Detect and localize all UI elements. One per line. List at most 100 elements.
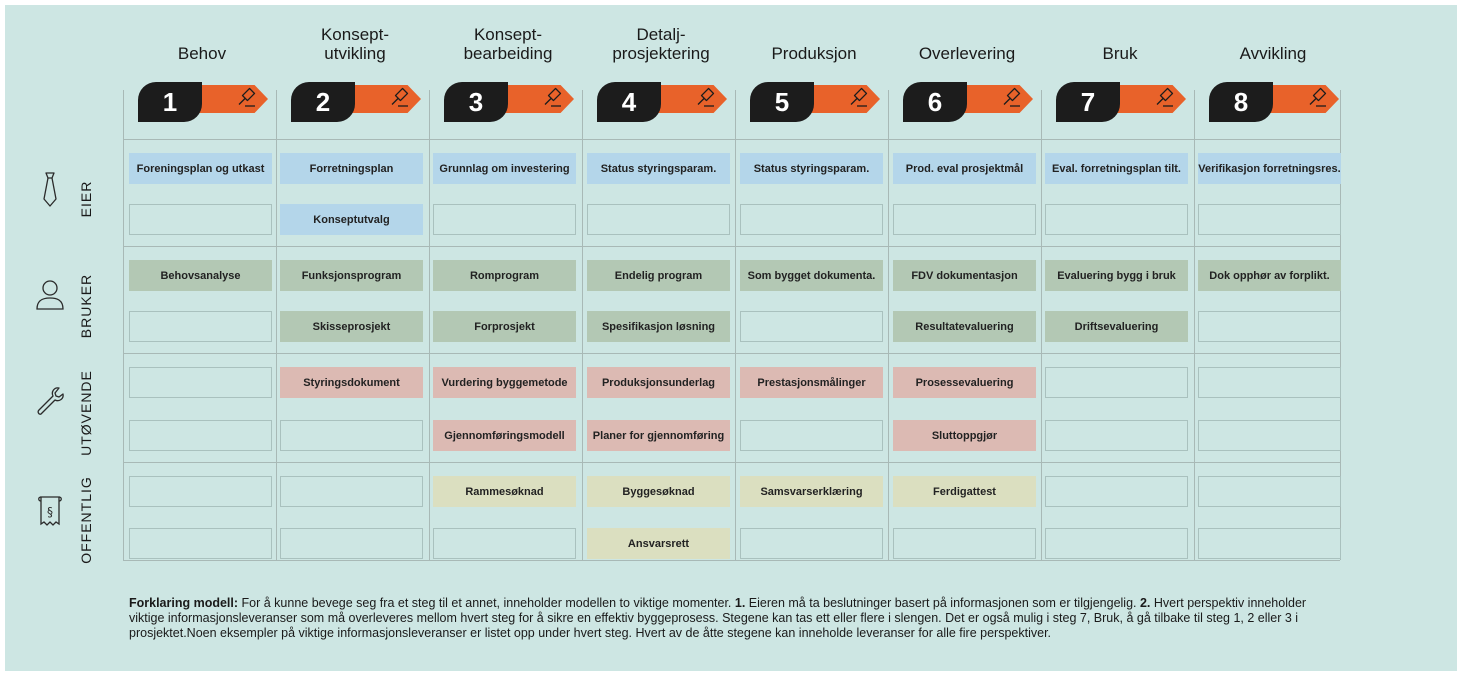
empty-slot (893, 204, 1036, 235)
step-number: 7 (1056, 82, 1120, 122)
deliverable-box: Forretningsplan (280, 153, 423, 184)
empty-slot (1045, 476, 1188, 507)
gavel-icon (1001, 87, 1023, 109)
empty-slot (1198, 420, 1341, 451)
empty-slot (587, 204, 730, 235)
column-divider (123, 90, 124, 560)
legend-heading: Forklaring modell: (129, 596, 239, 610)
phase-title-line-2: Produksjon (771, 44, 857, 63)
phase-title-line-2: Overlevering (918, 44, 1016, 63)
step-number: 8 (1209, 82, 1273, 122)
phase-title: Produksjon (744, 44, 884, 63)
deliverable-box: Samsvarserklæring (740, 476, 883, 507)
step-number: 5 (750, 82, 814, 122)
phase-title: Bruk (1050, 44, 1190, 63)
deliverable-box: Endelig program (587, 260, 730, 291)
step-number: 2 (291, 82, 355, 122)
gavel-icon (236, 87, 258, 109)
step-number: 3 (444, 82, 508, 122)
empty-slot (129, 528, 272, 559)
deliverable-box: Rammesøknad (433, 476, 576, 507)
gavel-icon (848, 87, 870, 109)
perspective-label: UTØVENDE (78, 370, 94, 456)
column-divider (582, 90, 583, 560)
deliverable-box: Funksjonsprogram (280, 260, 423, 291)
deliverable-box: Eval. forretningsplan tilt. (1045, 153, 1188, 184)
empty-slot (740, 420, 883, 451)
empty-slot (740, 204, 883, 235)
deliverable-box: Sluttoppgjør (893, 420, 1036, 451)
column-divider (735, 90, 736, 560)
empty-slot (280, 528, 423, 559)
column-divider (888, 90, 889, 560)
phase-title: Konsept-bearbeiding (438, 25, 578, 63)
column-divider (1194, 90, 1195, 560)
empty-slot (1198, 476, 1341, 507)
deliverable-box: Dok opphør av forplikt. (1198, 260, 1341, 291)
empty-slot (129, 420, 272, 451)
empty-slot (433, 528, 576, 559)
deliverable-box: Behovsanalyse (129, 260, 272, 291)
empty-slot (1045, 367, 1188, 398)
empty-slot (1045, 420, 1188, 451)
empty-slot (280, 420, 423, 451)
legend-part2: Eieren må ta beslutninger basert på info… (745, 596, 1140, 610)
phase-title-line-1: Konsept- (320, 25, 390, 44)
gavel-icon (542, 87, 564, 109)
step-badge: 1 (138, 82, 278, 122)
tie-icon (32, 169, 68, 209)
step-badge: 3 (444, 82, 584, 122)
person-icon (32, 275, 68, 315)
deliverable-box: Prosessevaluering (893, 367, 1036, 398)
row-divider (123, 246, 1340, 247)
phase-title-line-2: prosjektering (612, 44, 710, 63)
deliverable-box: Grunnlag om investering (433, 153, 576, 184)
svg-text:§: § (47, 505, 53, 519)
deliverable-box: Styringsdokument (280, 367, 423, 398)
phase-title-line-1: Detalj- (636, 25, 686, 44)
perspective-label: OFFENTLIG (78, 476, 94, 564)
column-divider (429, 90, 430, 560)
step-badge: 6 (903, 82, 1043, 122)
step-number: 6 (903, 82, 967, 122)
step-badge: 5 (750, 82, 890, 122)
deliverable-box: Prod. eval prosjektmål (893, 153, 1036, 184)
step-badge: 8 (1209, 82, 1349, 122)
legend-part3: Hvert perspektiv inneholder viktige info… (129, 596, 1307, 640)
legend-marker-1: 1. (734, 596, 746, 610)
step-badge: 7 (1056, 82, 1196, 122)
phase-title-line-2: bearbeiding (463, 44, 553, 63)
step-badge: 2 (291, 82, 431, 122)
phase-title-line-2: Avvikling (1239, 44, 1307, 63)
deliverable-box: Gjennomføringsmodell (433, 420, 576, 451)
column-divider (1041, 90, 1042, 560)
deliverable-box: Resultatevaluering (893, 311, 1036, 342)
step-number: 4 (597, 82, 661, 122)
row-divider (123, 353, 1340, 354)
gavel-icon (1307, 87, 1329, 109)
phase-title: Behov (132, 44, 272, 63)
phase-title: Konsept-utvikling (285, 25, 425, 63)
legend-text: Forklaring modell: For å kunne bevege se… (129, 596, 1344, 641)
wrench-icon (32, 383, 68, 423)
row-divider (123, 462, 1340, 463)
row-divider (123, 139, 1340, 140)
empty-slot (1045, 204, 1188, 235)
empty-slot (1198, 311, 1341, 342)
empty-slot (1045, 528, 1188, 559)
phase-title-line-1: Konsept- (473, 25, 543, 44)
gavel-icon (389, 87, 411, 109)
deliverable-box: Ansvarsrett (587, 528, 730, 559)
phase-title-line-2: utvikling (324, 44, 386, 63)
deliverable-box: Driftsevaluering (1045, 311, 1188, 342)
empty-slot (1198, 367, 1341, 398)
empty-slot (740, 311, 883, 342)
legend-marker-2: 2. (1139, 596, 1151, 610)
phase-title-line-2: Behov (177, 44, 227, 63)
deliverable-box: FDV dokumentasjon (893, 260, 1036, 291)
empty-slot (280, 476, 423, 507)
deliverable-box: Vurdering byggemetode (433, 367, 576, 398)
perspective-label: BRUKER (78, 273, 94, 339)
deliverable-box: Prestasjonsmålinger (740, 367, 883, 398)
